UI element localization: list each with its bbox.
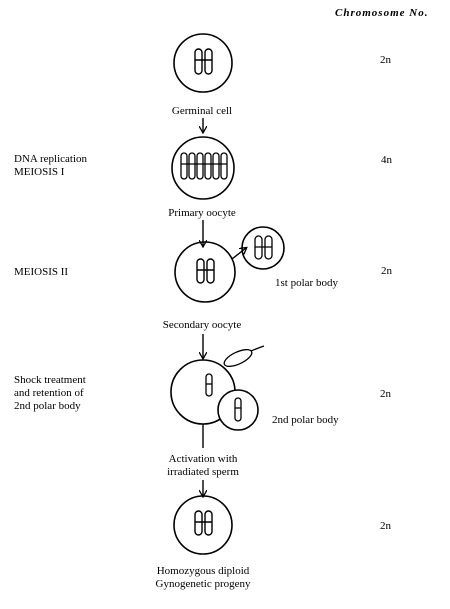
step-line: 2nd polar body	[14, 400, 81, 412]
step-meiosis-1: DNA replication MEIOSIS I	[14, 153, 87, 179]
primary-oocyte	[171, 136, 235, 200]
step-line: MEIOSIS I	[14, 166, 65, 178]
secondary-oocyte-label: Secondary oocyte	[162, 319, 242, 331]
arrow-to-1st-polar	[231, 248, 246, 260]
count-primary: 4n	[381, 154, 392, 166]
first-polar-body	[241, 226, 285, 270]
step-line: and retention of	[14, 387, 84, 399]
step-meiosis-2: MEIOSIS II	[14, 266, 68, 279]
chromosome-pair	[196, 258, 215, 284]
chromosome-pair	[194, 48, 213, 75]
activation-line-2: irradiated sperm	[167, 466, 239, 478]
count-secondary: 2n	[381, 265, 392, 277]
count-shock: 2n	[380, 388, 391, 400]
secondary-oocyte	[174, 241, 236, 303]
second-polar-body-label: 2nd polar body	[272, 414, 339, 426]
chromosome-number-header: Chromosome No.	[335, 7, 429, 19]
second-polar-body	[217, 389, 259, 431]
count-progeny: 2n	[380, 520, 391, 532]
sperm-icon	[223, 345, 265, 368]
progeny-line-2: Gynogenetic progeny	[155, 578, 251, 590]
progeny-label: Homozygous diploid Gynogenetic progeny	[156, 565, 251, 591]
progeny-line-1: Homozygous diploid	[156, 565, 250, 577]
activation-line-1: Activation with	[168, 453, 238, 465]
step-line: MEIOSIS II	[14, 266, 69, 278]
germinal-cell	[173, 33, 233, 93]
step-line: DNA replication	[14, 153, 88, 165]
germinal-cell-label: Germinal cell	[171, 105, 233, 117]
first-polar-body-label: 1st polar body	[275, 277, 338, 289]
chromosome-tetrad	[180, 152, 228, 180]
step-line: Shock treatment	[14, 374, 86, 386]
count-germinal: 2n	[380, 54, 391, 66]
activation-label: Activation with irradiated sperm	[167, 453, 239, 479]
primary-oocyte-label: Primary oocyte	[168, 207, 236, 219]
step-shock: Shock treatment and retention of 2nd pol…	[14, 374, 86, 413]
progeny-cell	[173, 495, 233, 555]
